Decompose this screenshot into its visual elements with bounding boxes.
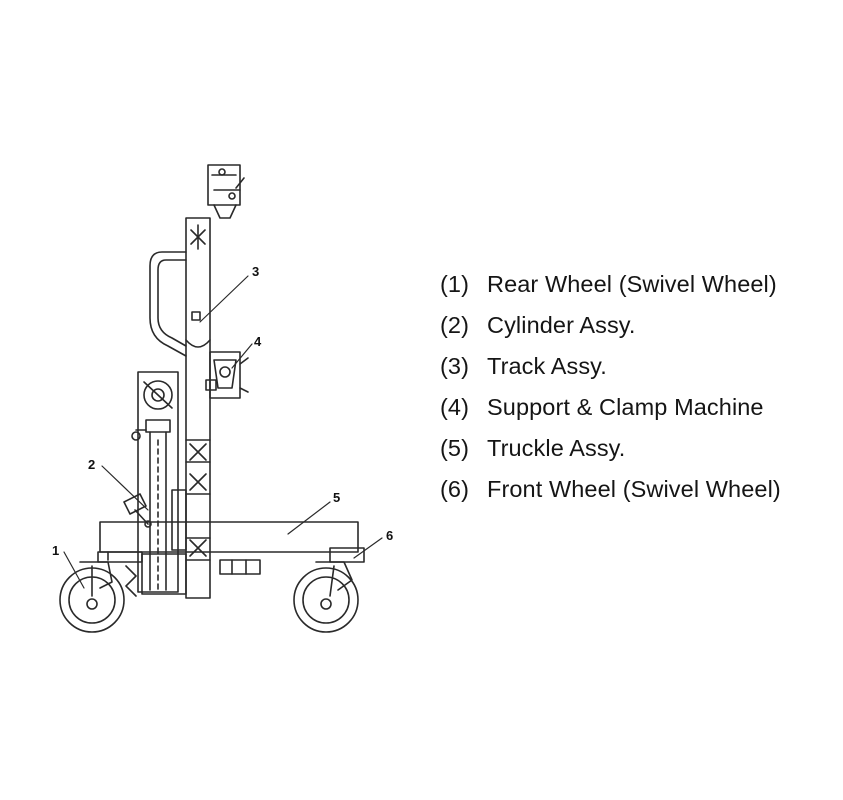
rear-wheel xyxy=(59,561,125,633)
legend-label: Truckle Assy. xyxy=(487,435,626,461)
legend-item: (6) Front Wheel (Swivel Wheel) xyxy=(440,469,781,510)
legend-label: Track Assy. xyxy=(487,353,607,379)
callout-leaders xyxy=(63,275,383,589)
callout-6: 6 xyxy=(386,528,393,543)
legend-number: (1) xyxy=(440,271,470,297)
cylinder-assembly xyxy=(131,371,187,593)
callout-2: 2 xyxy=(88,457,95,472)
callout-4: 4 xyxy=(254,334,262,349)
legend-label: Front Wheel (Swivel Wheel) xyxy=(487,476,781,502)
legend-label: Cylinder Assy. xyxy=(487,312,636,338)
legend-number: (3) xyxy=(440,353,470,379)
top-clamp-mechanism xyxy=(207,164,245,219)
legend-number: (6) xyxy=(440,476,470,502)
legend-item: (5) Truckle Assy. xyxy=(440,428,781,469)
legend-item: (2) Cylinder Assy. xyxy=(440,305,781,346)
legend-item: (3) Track Assy. xyxy=(440,346,781,387)
legend-item: (4) Support & Clamp Machine xyxy=(440,387,781,428)
front-wheel xyxy=(293,561,359,633)
truckle-assembly xyxy=(97,521,365,597)
mast-track-assembly xyxy=(185,217,211,599)
callout-3: 3 xyxy=(252,264,259,279)
legend-number: (4) xyxy=(440,394,470,420)
support-clamp-machine xyxy=(205,351,249,399)
push-handle xyxy=(149,251,187,357)
legend-number: (5) xyxy=(440,435,470,461)
callout-5: 5 xyxy=(333,490,340,505)
legend-label: Support & Clamp Machine xyxy=(487,394,764,420)
callout-1: 1 xyxy=(52,543,59,558)
legend-label: Rear Wheel (Swivel Wheel) xyxy=(487,271,777,297)
parts-legend: (1) Rear Wheel (Swivel Wheel) (2) Cylinder… xyxy=(440,264,781,510)
legend-item: (1) Rear Wheel (Swivel Wheel) xyxy=(440,264,781,305)
legend-number: (2) xyxy=(440,312,470,338)
